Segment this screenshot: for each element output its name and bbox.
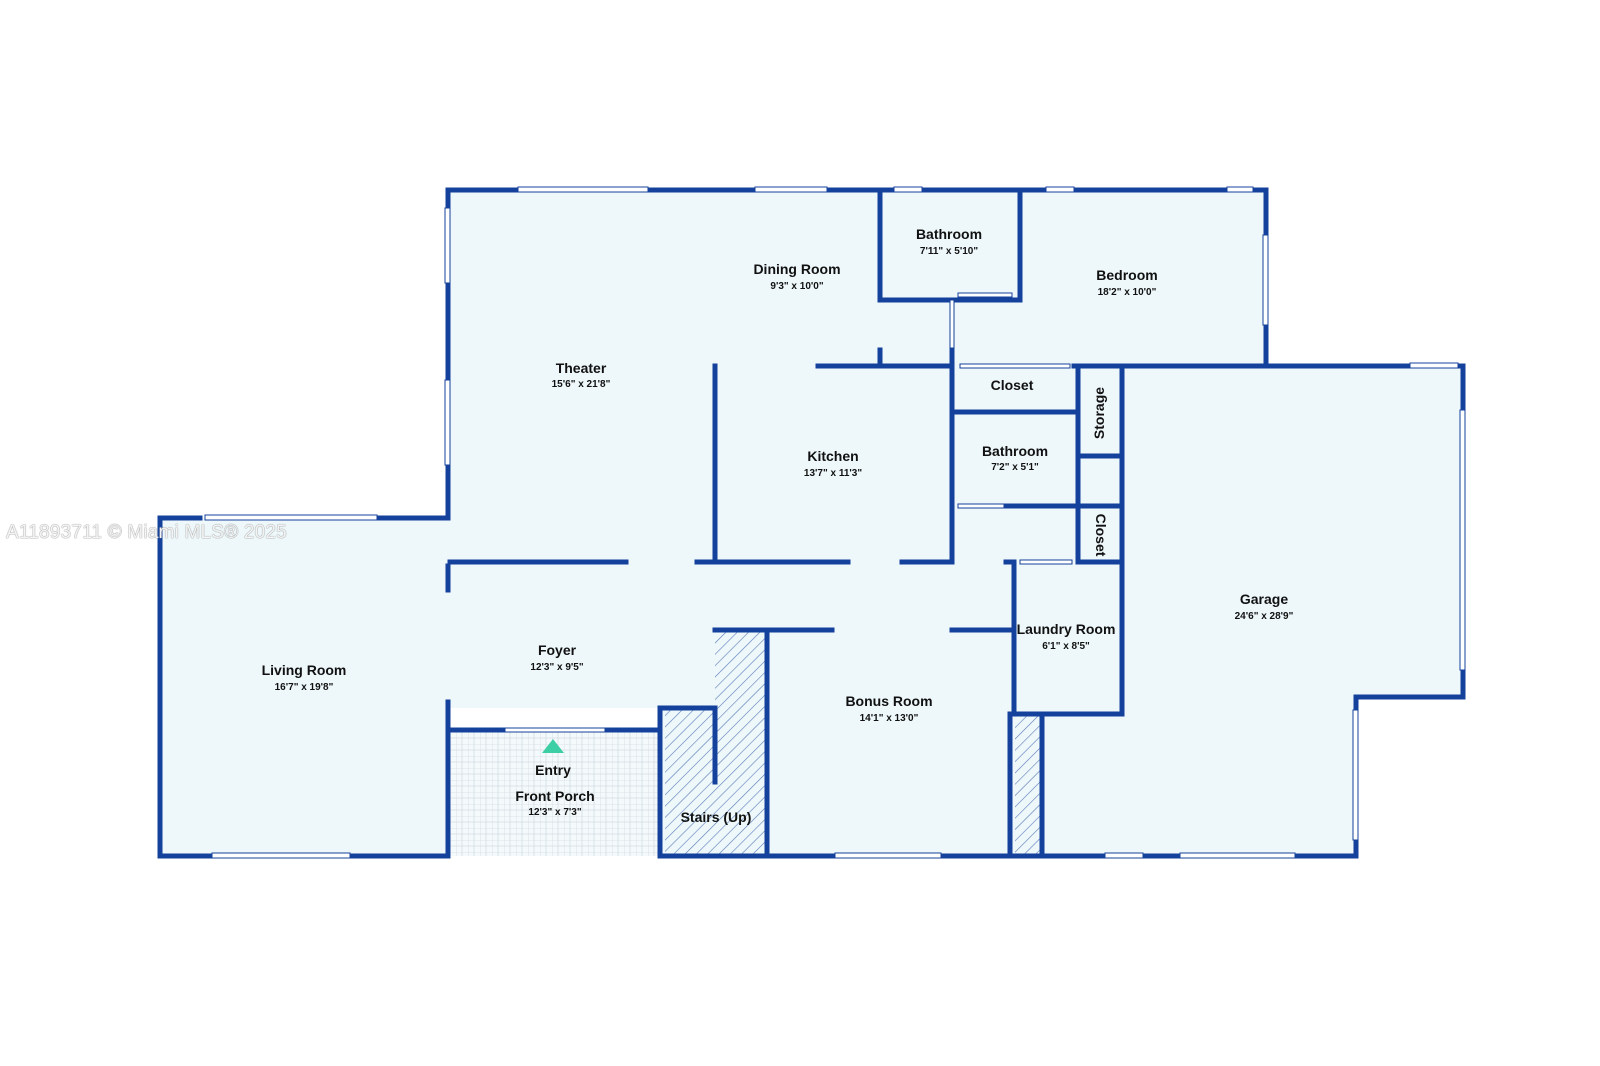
room-name-theater: Theater: [556, 360, 607, 376]
room-dim-porch: 12'3" x 7'3": [528, 807, 581, 818]
floor-fill: [160, 190, 1463, 856]
room-name-garage: Garage: [1240, 591, 1288, 607]
room-dim-bedroom: 18'2" x 10'0": [1098, 287, 1157, 298]
room-name-kitchen: Kitchen: [807, 448, 858, 464]
room-dim-living: 16'7" x 19'8": [275, 682, 334, 693]
room-dim-dining: 9'3" x 10'0": [770, 281, 823, 292]
mls-watermark: A11893711 © Miami MLS® 2025: [6, 522, 287, 543]
room-dim-bonus: 14'1" x 13'0": [860, 713, 919, 724]
room-dim-theater: 15'6" x 21'8": [552, 379, 611, 390]
room-name-living: Living Room: [262, 662, 347, 678]
room-dim-bath2: 7'2" x 5'1": [991, 462, 1039, 473]
room-dim-foyer: 12'3" x 9'5": [530, 662, 583, 673]
hatch-strip: [1015, 716, 1041, 854]
room-name-bath2: Bathroom: [982, 443, 1048, 459]
room-name-bonus: Bonus Room: [845, 693, 932, 709]
room-dim-bath1: 7'11" x 5'10": [920, 246, 978, 257]
room-name-bath1: Bathroom: [916, 226, 982, 242]
room-name-closet1: Closet: [991, 377, 1034, 393]
room-name-entry: Entry: [535, 762, 571, 778]
room-dim-kitchen: 13'7" x 11'3": [804, 468, 862, 479]
room-name-porch: Front Porch: [515, 788, 594, 804]
room-dim-garage: 24'6" x 28'9": [1235, 611, 1294, 622]
room-name-storage: Storage: [1091, 387, 1107, 439]
room-name-stairs: Stairs (Up): [681, 809, 752, 825]
room-name-laundry: Laundry Room: [1017, 621, 1116, 637]
room-name-dining: Dining Room: [753, 261, 840, 277]
windows: [204, 186, 1466, 859]
room-dim-laundry: 6'1" x 8'5": [1042, 641, 1090, 652]
room-name-foyer: Foyer: [538, 642, 577, 658]
entry-marker-icon: [542, 739, 564, 753]
room-name-closet2: Closet: [1093, 514, 1109, 557]
room-name-bedroom: Bedroom: [1096, 267, 1157, 283]
